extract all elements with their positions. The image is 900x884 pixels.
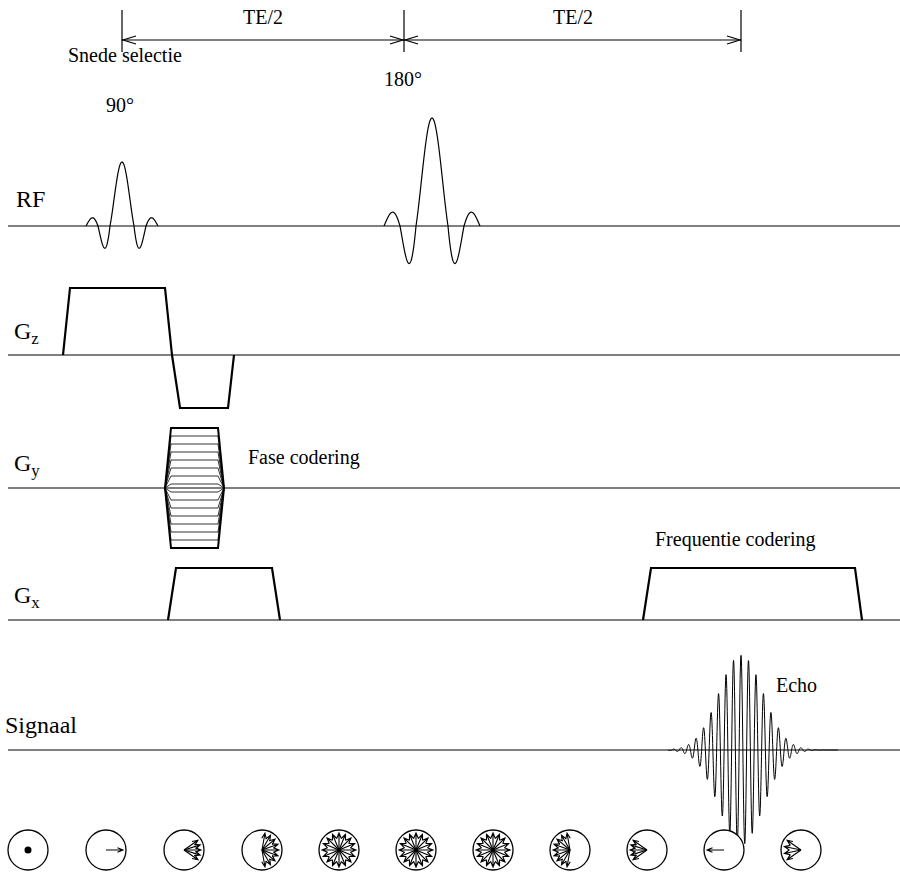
time-tick bbox=[403, 10, 404, 52]
magnetization-circle bbox=[8, 830, 48, 870]
phase-encode-step bbox=[165, 468, 224, 488]
magnetization-circle bbox=[242, 830, 282, 870]
echo-signal bbox=[668, 655, 838, 843]
sequence-label: Signaal bbox=[5, 712, 77, 740]
phase-encode-step bbox=[165, 460, 224, 488]
gy-baseline bbox=[8, 487, 900, 488]
gradient-lobe bbox=[643, 568, 862, 620]
circle-outline bbox=[627, 830, 667, 870]
phase-encode-step bbox=[165, 484, 224, 488]
time-arrow bbox=[122, 39, 741, 40]
magnetization-circle bbox=[86, 830, 126, 870]
magnetization-circle bbox=[164, 830, 204, 870]
circle-outline bbox=[164, 830, 204, 870]
spin-vector bbox=[400, 843, 416, 850]
sequence-label: Gx bbox=[14, 582, 40, 610]
signal-baseline bbox=[8, 749, 900, 750]
sequence-label: TE/2 bbox=[553, 6, 593, 29]
magnetization-circle bbox=[319, 830, 359, 870]
magnetization-circle bbox=[550, 830, 590, 870]
phase-encode-step bbox=[165, 488, 224, 516]
circle-outline bbox=[86, 830, 126, 870]
spin-vector bbox=[707, 848, 724, 853]
spin-vector bbox=[262, 833, 267, 850]
spin-vector bbox=[339, 850, 355, 857]
time-tick bbox=[740, 10, 741, 52]
arrow-head bbox=[123, 36, 136, 44]
spin-vector bbox=[184, 840, 198, 850]
gradient-lobe bbox=[168, 568, 280, 620]
spin-vector bbox=[787, 850, 801, 860]
phase-encode-step bbox=[165, 488, 224, 492]
phase-encode-step bbox=[165, 444, 224, 488]
phase-encode-step bbox=[165, 488, 224, 548]
sequence-label: Frequentie codering bbox=[655, 528, 816, 551]
spin-vector bbox=[566, 850, 571, 867]
circle-outline bbox=[242, 830, 282, 870]
arrow-head bbox=[390, 36, 403, 44]
sequence-label: Gz bbox=[14, 318, 39, 346]
arrow-head bbox=[405, 36, 418, 44]
gx-baseline bbox=[8, 619, 900, 620]
sequence-label: Echo bbox=[776, 674, 817, 697]
phase-encode-step bbox=[165, 488, 224, 524]
sequence-label: Fase codering bbox=[248, 446, 360, 469]
sequence-label: 180° bbox=[384, 68, 422, 91]
spin-vector bbox=[633, 850, 647, 860]
z-vector bbox=[25, 847, 32, 854]
sequence-label: TE/2 bbox=[243, 6, 283, 29]
rf-baseline bbox=[8, 225, 900, 226]
magnetization-circle bbox=[781, 830, 821, 870]
circle-outline bbox=[8, 830, 48, 870]
phase-encode-step bbox=[165, 476, 224, 488]
gradient-lobe bbox=[63, 288, 172, 355]
circle-outline bbox=[704, 830, 744, 870]
spin-vector bbox=[557, 839, 570, 850]
sequence-label: Snede selectie bbox=[68, 44, 182, 67]
magnetization-circle bbox=[627, 830, 667, 870]
phase-encode-step bbox=[165, 452, 224, 488]
spin-vector bbox=[262, 850, 275, 861]
circle-outline bbox=[319, 830, 359, 870]
magnetization-circle bbox=[396, 830, 436, 870]
phase-encode-step bbox=[165, 428, 224, 488]
circle-outline bbox=[473, 830, 513, 870]
rf-pulse bbox=[384, 118, 480, 264]
gz-baseline bbox=[8, 354, 900, 355]
spin-vector bbox=[106, 848, 123, 853]
sequence-label: RF bbox=[16, 186, 45, 214]
magnetization-circle bbox=[473, 830, 513, 870]
phase-encode-step bbox=[165, 488, 224, 500]
spin-vector bbox=[784, 845, 801, 850]
magnetization-circle bbox=[704, 830, 744, 870]
arrow-head bbox=[727, 36, 740, 44]
phase-encode-step bbox=[165, 488, 224, 508]
circle-outline bbox=[550, 830, 590, 870]
rf-pulse bbox=[86, 162, 158, 248]
spin-vector bbox=[631, 850, 647, 856]
circle-outline bbox=[781, 830, 821, 870]
spin-vector bbox=[477, 843, 493, 850]
phase-encode-step bbox=[165, 488, 224, 540]
gradient-lobe bbox=[172, 355, 234, 408]
circle-outline bbox=[396, 830, 436, 870]
spin-vector bbox=[184, 844, 200, 850]
sequence-label: Gy bbox=[14, 450, 40, 478]
sequence-label: 90° bbox=[106, 94, 134, 117]
phase-encode-step bbox=[165, 488, 224, 532]
phase-encode-step bbox=[165, 436, 224, 488]
